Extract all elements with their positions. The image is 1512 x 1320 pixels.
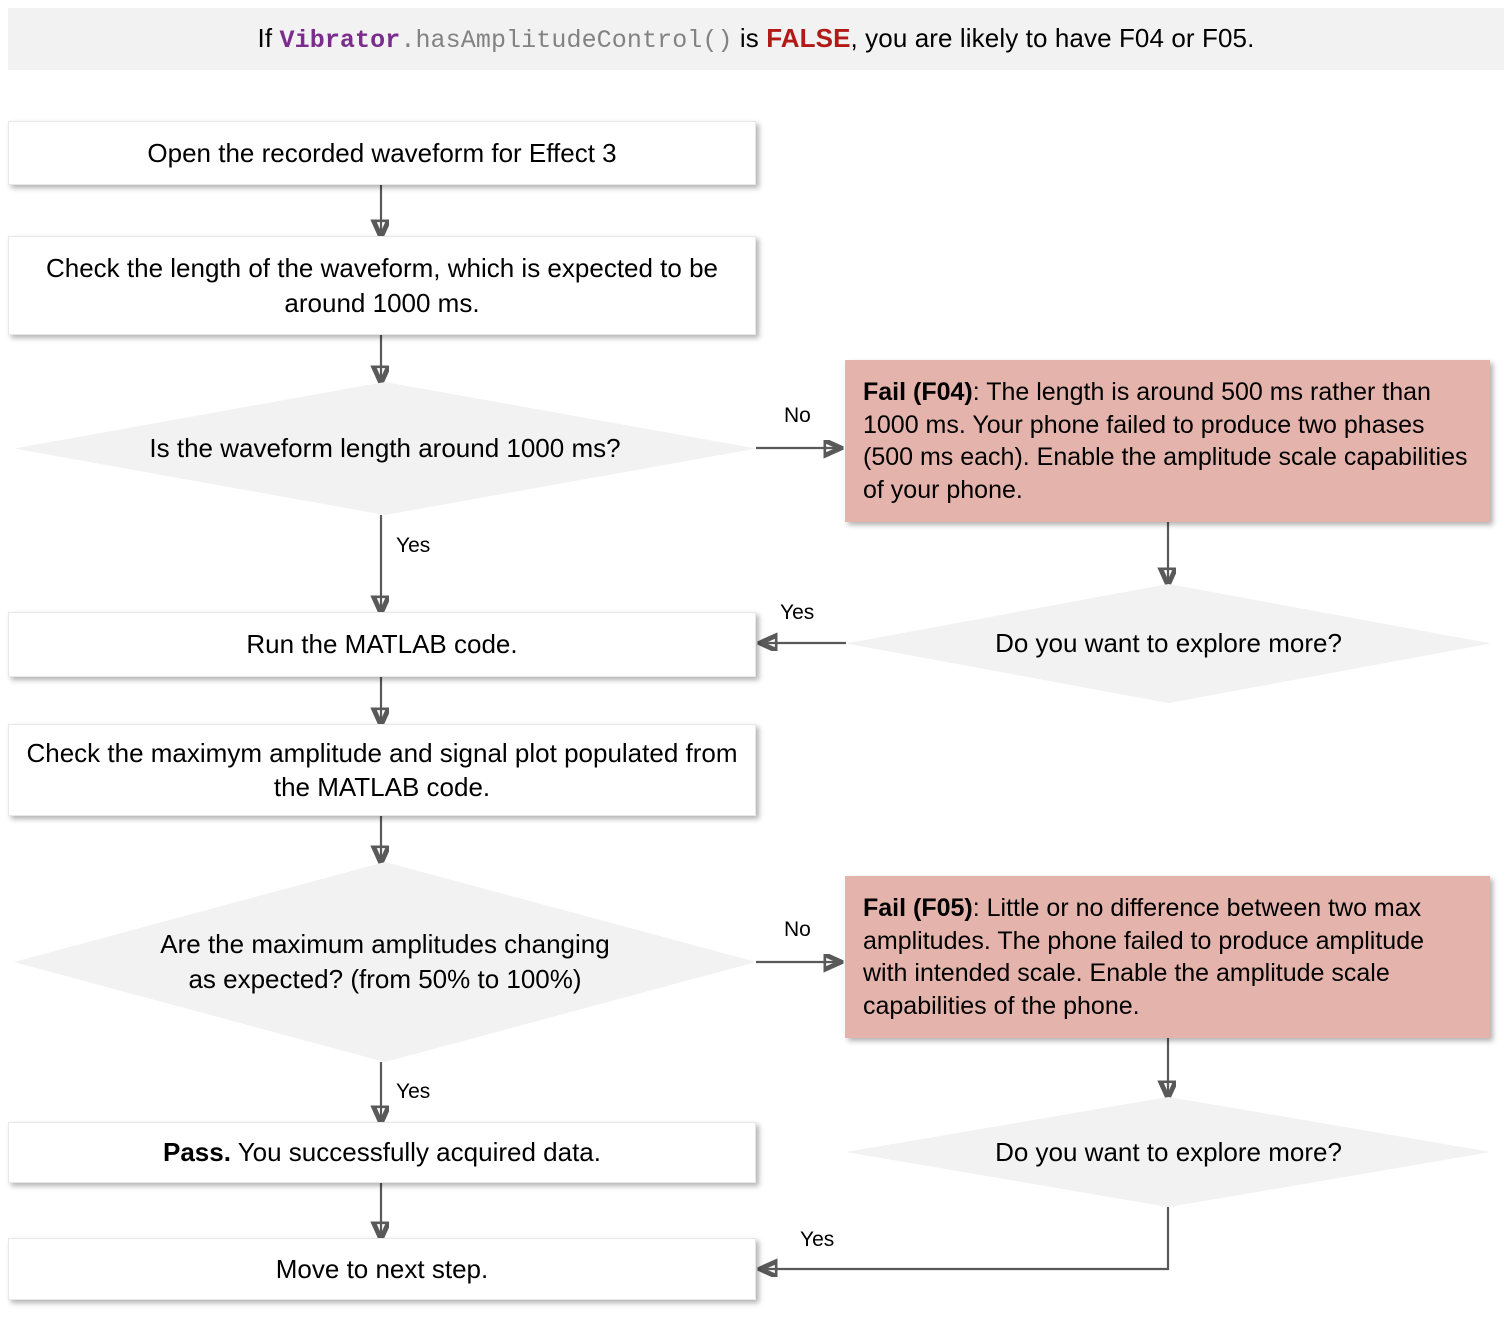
node-open-waveform[interactable]: Open the recorded waveform for Effect 3 [8,121,756,185]
fail-f05-separator: : [972,894,987,922]
node-decide-amplitude[interactable]: Are the maximum amplitudes changing as e… [14,862,756,1062]
node-fail-f05-text: Fail (F05): Little or no difference betw… [863,892,1472,1022]
node-run-matlab-label: Run the MATLAB code. [246,629,518,660]
code-class-token: Vibrator [279,25,401,55]
header-banner: If Vibrator.hasAmplitudeControl() is FAL… [8,8,1504,70]
header-text: If Vibrator.hasAmplitudeControl() is FAL… [258,23,1255,56]
edge-label-length-yes: Yes [396,534,431,557]
node-fail-f05[interactable]: Fail (F05): Little or no difference betw… [845,876,1490,1038]
edge-label-amplitude-yes: Yes [396,1080,431,1103]
header-suffix: , you are likely to have F04 or F05. [850,22,1255,53]
fail-f04-description: The length is around 500 ms rather than … [863,378,1468,504]
edge-label-explore1-yes: Yes [780,601,815,624]
node-open-waveform-label: Open the recorded waveform for Effect 3 [147,137,617,168]
node-check-amplitude[interactable]: Check the maximym amplitude and signal p… [8,724,756,816]
node-check-length[interactable]: Check the length of the waveform, which … [8,236,756,335]
node-decide-length[interactable]: Is the waveform length around 1000 ms? [14,382,756,515]
node-decide-length-label: Is the waveform length around 1000 ms? [149,433,621,464]
edge-label-amplitude-no: No [784,918,811,941]
fail-f05-description: Little or no difference between two max … [863,894,1425,1020]
fail-f05-code: Fail (F05) [863,894,973,922]
node-check-amplitude-label: Check the maximym amplitude and signal p… [26,737,738,802]
node-pass-result-text: Pass. You successfully acquired data. [163,1135,601,1169]
node-explore-more-1-label: Do you want to explore more? [995,628,1342,659]
node-check-length-label: Check the length of the waveform, which … [45,253,719,318]
node-run-matlab[interactable]: Run the MATLAB code. [8,612,756,677]
node-explore-more-1[interactable]: Do you want to explore more? [846,584,1491,703]
node-fail-f04-text: Fail (F04): The length is around 500 ms … [863,376,1472,506]
code-method-token: .hasAmplitudeControl() [400,25,733,55]
node-next-step[interactable]: Move to next step. [8,1238,756,1300]
pass-bold-prefix: Pass. [163,1137,231,1168]
node-pass-result[interactable]: Pass. You successfully acquired data. [8,1122,756,1183]
node-explore-more-2[interactable]: Do you want to explore more? [846,1097,1491,1207]
header-prefix: If [257,22,280,53]
edge-label-explore2-yes: Yes [800,1228,835,1251]
false-keyword: FALSE [766,22,851,53]
fail-f04-code: Fail (F04) [863,378,973,406]
node-next-step-label: Move to next step. [275,1253,489,1284]
node-decide-amplitude-label: Are the maximum amplitudes changing as e… [160,929,610,994]
edge-label-length-no: No [784,404,811,427]
pass-rest: You successfully acquired data. [230,1137,601,1168]
node-explore-more-2-label: Do you want to explore more? [995,1136,1342,1167]
node-fail-f04[interactable]: Fail (F04): The length is around 500 ms … [845,360,1490,522]
fail-f04-separator: : [972,378,987,406]
header-middle: is [732,22,767,53]
